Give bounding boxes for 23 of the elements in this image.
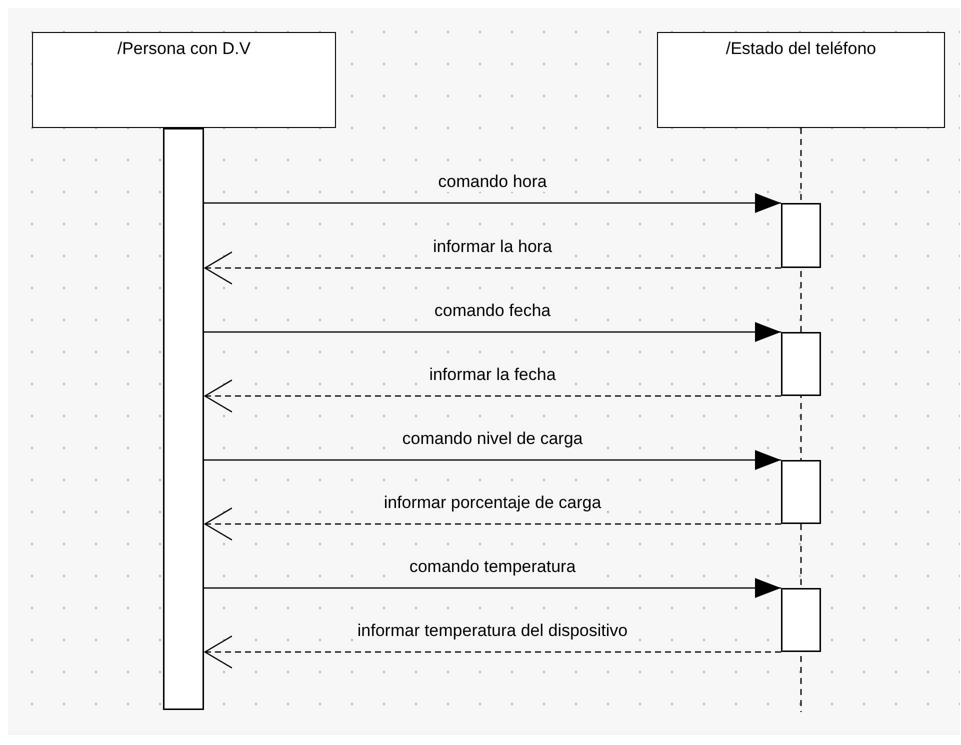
message-arrow (204, 193, 781, 213)
return-message-arrow (204, 635, 781, 669)
message-label: comando temperatura (407, 557, 578, 577)
return-message-arrow (204, 251, 781, 285)
message-label: comando fecha (432, 301, 553, 321)
participant-box (32, 32, 336, 128)
participant-name: /Persona con D.V (116, 39, 252, 59)
return-message-arrow (204, 379, 781, 413)
return-message-arrow (204, 507, 781, 541)
message-arrow (204, 450, 781, 470)
activation-bar (781, 588, 821, 652)
message-arrow (204, 322, 781, 342)
message-label: comando hora (436, 172, 549, 192)
message-label: informar porcentaje de carga (382, 493, 604, 513)
activation-bar (781, 203, 821, 268)
participant-name: /Estado del teléfono (724, 39, 878, 59)
message-label: informar la fecha (427, 365, 558, 385)
activation-bar (781, 460, 821, 524)
message-label: comando nivel de carga (400, 429, 585, 449)
activation-bar (163, 128, 204, 710)
participant-box (657, 32, 945, 128)
message-arrow (204, 578, 781, 598)
activation-bar (781, 332, 821, 396)
